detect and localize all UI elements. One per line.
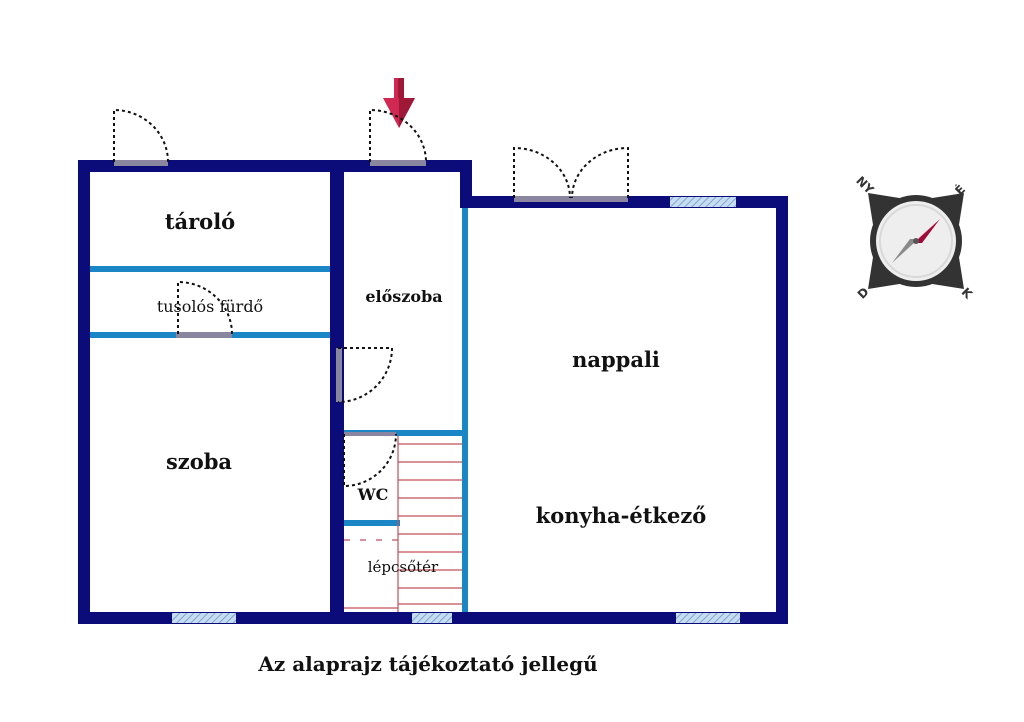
window [676, 613, 740, 623]
window [172, 613, 236, 623]
room-label-nappali: nappali [572, 347, 660, 372]
entrance-arrow-icon [383, 78, 415, 128]
staircase [344, 436, 462, 612]
door [343, 432, 397, 488]
room-label-wc: WC [357, 485, 389, 504]
room-label-tusolos-furdo: tusolós fürdő [157, 297, 263, 316]
room-label-eloszoba: előszoba [365, 287, 442, 306]
door [113, 108, 169, 166]
door [336, 347, 394, 403]
room-label-taroló: tároló [165, 209, 235, 234]
windows [172, 197, 740, 623]
window [412, 613, 452, 623]
room-label-konyha-etkezo: konyha-étkező [536, 503, 707, 528]
compass-label-ny: NY [853, 174, 876, 197]
window [670, 197, 736, 207]
door [176, 280, 233, 338]
doors [113, 108, 629, 488]
room-label-lepcsoter: lépcsőtér [368, 558, 439, 576]
room-label-szoba: szoba [166, 449, 232, 474]
compass-icon [868, 193, 964, 289]
disclaimer-caption: Az alaprajz tájékoztató jellegű [257, 652, 597, 676]
double-door [513, 146, 629, 202]
entrance-door [369, 108, 427, 166]
